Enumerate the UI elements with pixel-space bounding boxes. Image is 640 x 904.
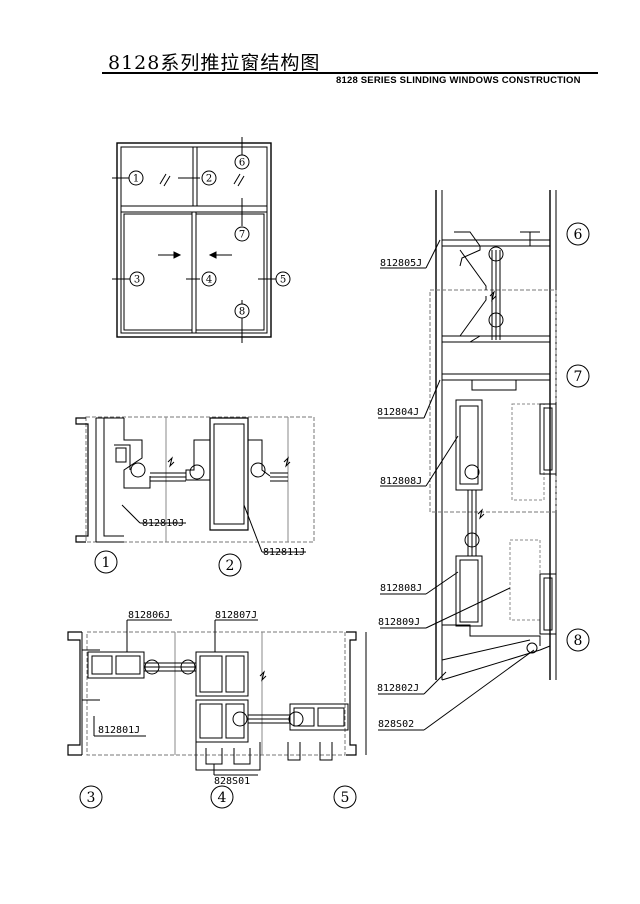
part-code-812802J: 812802J — [377, 683, 419, 694]
svg-text:4: 4 — [218, 790, 227, 806]
drawing-title-english: 8128 SERIES SLINDING WINDOWS CONSTRUCTIO… — [336, 75, 581, 86]
part-code-812807J: 812807J — [215, 610, 257, 621]
elevation-marker-5: 5 — [275, 271, 291, 287]
part-code-812810J: 812810J — [142, 518, 184, 529]
elevation-marker-7: 7 — [234, 226, 250, 242]
svg-text:5: 5 — [280, 275, 286, 286]
part-code-812805J: 812805J — [380, 258, 422, 269]
elevation-marker-1: 1 — [128, 170, 144, 186]
svg-text:8: 8 — [239, 307, 245, 318]
svg-text:2: 2 — [206, 174, 212, 185]
part-code-828S01: 828S01 — [214, 776, 250, 787]
part-code-828S02: 828S02 — [378, 719, 414, 730]
elevation-marker-8: 8 — [234, 303, 250, 319]
svg-text:8: 8 — [574, 633, 583, 649]
elevation-marker-4: 4 — [201, 271, 217, 287]
window-elevation — [112, 137, 276, 343]
section-marker-3: 3 — [79, 785, 103, 809]
svg-text:6: 6 — [574, 227, 583, 243]
section-marker-1: 1 — [94, 550, 118, 574]
section-marker-7: 7 — [566, 364, 590, 388]
svg-text:6: 6 — [239, 158, 245, 169]
part-code-812806J: 812806J — [128, 610, 170, 621]
section-markers: 1 2 3 4 5 6 7 8 — [79, 222, 590, 809]
svg-text:3: 3 — [87, 790, 96, 806]
svg-text:3: 3 — [134, 275, 140, 286]
svg-text:7: 7 — [574, 369, 583, 385]
svg-text:4: 4 — [206, 275, 212, 286]
svg-text:1: 1 — [133, 174, 139, 185]
svg-text:1: 1 — [102, 555, 111, 571]
title-underline — [102, 72, 598, 74]
elevation-marker-3: 3 — [129, 271, 145, 287]
section-marker-6: 6 — [566, 222, 590, 246]
svg-text:7: 7 — [239, 230, 245, 241]
part-code-812809J: 812809J — [378, 617, 420, 628]
slide-left-arrow-icon — [208, 251, 217, 259]
section-1-2-drawing — [75, 416, 315, 553]
svg-text:5: 5 — [341, 790, 350, 806]
part-code-812811J: 812811J — [263, 547, 305, 558]
section-marker-8: 8 — [566, 628, 590, 652]
part-code-812808J-lower: 812808J — [380, 583, 422, 594]
section-marker-2: 2 — [218, 553, 242, 577]
part-code-labels: 812810J 812811J 812806J 812807J 812801J … — [98, 258, 422, 787]
elevation-marker-6: 6 — [234, 154, 250, 170]
elevation-markers: 1 2 3 4 5 6 7 8 — [128, 154, 291, 319]
drawing-title-chinese: 8128系列推拉窗结构图 — [108, 52, 321, 74]
vertical-section-drawing — [378, 190, 557, 731]
section-marker-5: 5 — [333, 785, 357, 809]
section-3-4-5-drawing — [67, 619, 367, 776]
section-marker-4: 4 — [210, 785, 234, 809]
elevation-marker-2: 2 — [201, 170, 217, 186]
slide-right-arrow-icon — [173, 251, 182, 259]
part-code-812808J-upper: 812808J — [380, 476, 422, 487]
svg-text:2: 2 — [226, 558, 235, 574]
part-code-812804J: 812804J — [377, 407, 419, 418]
part-code-812801J: 812801J — [98, 725, 140, 736]
